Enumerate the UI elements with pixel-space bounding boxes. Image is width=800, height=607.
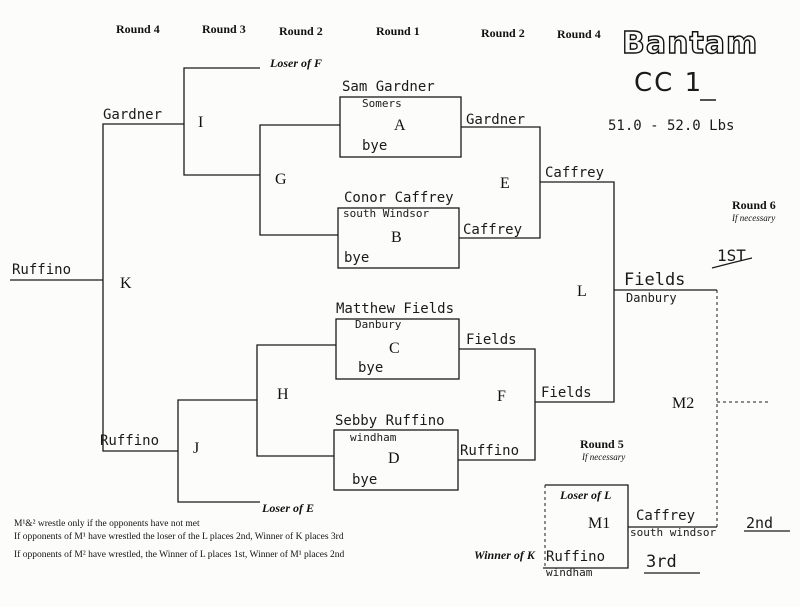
slot-winner-of-k: Winner of K [474,548,535,562]
match-e-bottom: Caffrey [463,222,523,238]
node-l: L [577,283,587,300]
m1-top-team: south windsor [630,526,717,539]
match-b-bottom: bye [344,250,370,266]
match-j-winner: Ruffino [100,433,160,449]
node-j: J [193,440,200,457]
node-h: H [277,386,289,403]
match-h-bracket [256,344,336,457]
node-g: G [275,171,287,188]
node-f: F [497,388,506,405]
match-k-winner: Ruffino [12,262,72,278]
round-label-left-2: Round 2 [279,24,323,38]
node-d: D [388,450,400,467]
weight-class: 51.0 - 52.0 Lbs [608,118,735,134]
slot-loser-of-l: Loser of L [560,488,612,502]
first-underline [711,257,753,269]
bracket-title: Bantam [621,25,759,61]
champion-team: Danbury [626,291,677,305]
slot-loser-of-f: Loser of F [270,56,322,70]
round-label-6: Round 6 [732,198,776,212]
match-c-top-team: Danbury [355,318,402,331]
node-i: I [198,114,204,131]
place-second: 2nd [746,514,774,532]
match-k-bracket [102,123,184,452]
match-d-top-team: windham [350,431,397,444]
match-d-bottom: bye [352,472,378,488]
round-label-right-2: Round 2 [481,26,525,40]
match-l-bracket [535,181,615,403]
round-label-left-3: Round 3 [202,22,246,36]
place-first: 1ST [717,246,746,265]
round-label-5: Round 5 [580,437,624,451]
place-third: 3rd [646,552,677,572]
match-j-bracket [177,399,260,503]
match-g-bracket [259,124,340,236]
match-c-bottom: bye [358,360,384,376]
m1-bottom-team: windham [546,566,593,579]
node-a: A [394,117,406,134]
match-i-bracket [183,67,260,176]
note-line-2: If opponents of M¹ have wrestled the los… [14,532,344,542]
match-b-top-name: Conor Caffrey [344,190,454,206]
match-a-top-name: Sam Gardner [342,79,435,95]
round-label-left-4: Round 4 [116,22,160,36]
round-label-1: Round 1 [376,24,420,38]
node-m2: M2 [672,395,695,412]
round-6-note: If necessary [732,213,776,223]
node-e: E [500,175,510,192]
node-m1: M1 [588,515,611,532]
node-k: K [120,275,132,292]
slot-loser-of-e: Loser of E [262,501,314,515]
m1-bottom-name: Ruffino [546,549,606,565]
round-5-note: If necessary [582,452,626,462]
match-c-top-name: Matthew Fields [336,301,455,317]
match-f-top: Fields [466,332,517,348]
match-l-top: Caffrey [545,165,605,181]
match-a-top-team: Somers [362,97,402,110]
match-b-top-team: south Windsor [343,207,430,220]
match-i-winner: Gardner [103,107,163,123]
match-l-bottom: Fields [541,385,592,401]
bracket-subtitle: CC 1 [634,68,704,98]
match-f-bracket [458,348,536,461]
node-b: B [391,229,402,246]
note-line-3: If opponents of M² have wrestled, the Wi… [14,550,345,560]
round-label-right-4: Round 4 [557,27,601,41]
match-f-bottom: Ruffino [460,443,520,459]
match-e-top: Gardner [466,112,526,128]
match-a-bottom: bye [362,138,388,154]
champion-name: Fields [624,270,686,290]
note-line-1: M¹&² wrestle only if the opponents have … [14,519,200,529]
match-d-top-name: Sebby Ruffino [335,413,445,429]
node-c: C [389,340,400,357]
m1-top-name: Caffrey [636,508,696,524]
